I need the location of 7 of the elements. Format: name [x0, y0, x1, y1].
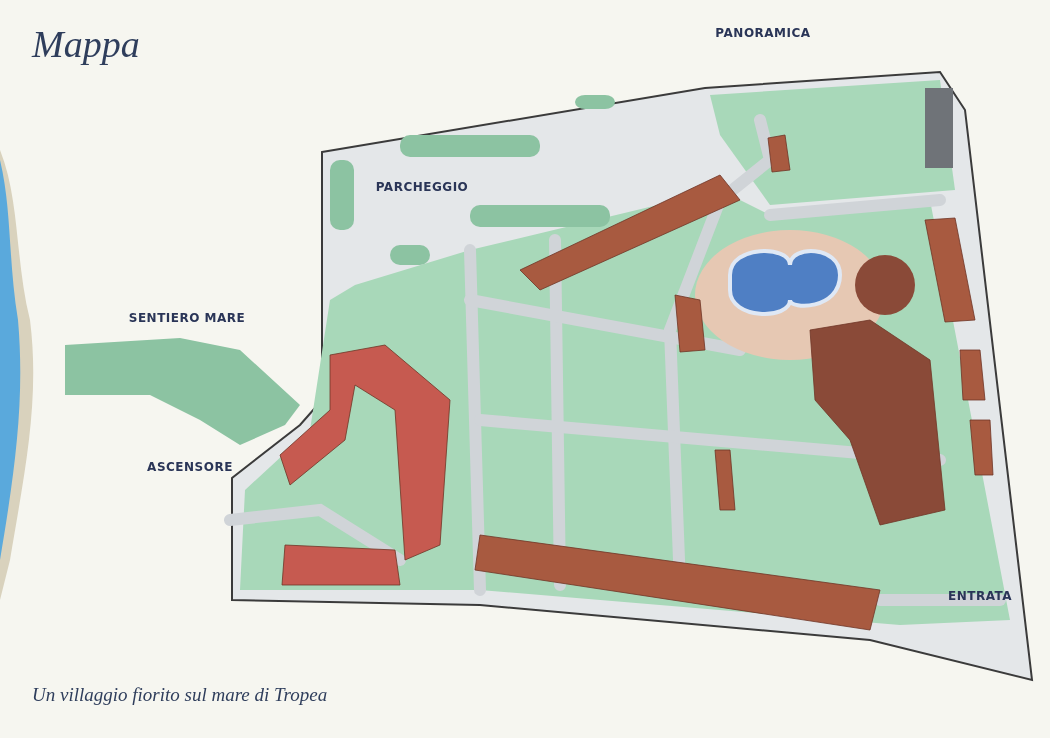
area-label: ASCENSORE [147, 460, 233, 474]
area-label: ENTRATA [947, 589, 1013, 603]
path-label: SENTIERO MARE [128, 311, 246, 325]
map-title: Mappa [32, 22, 140, 66]
area-label: PANORAMICA [715, 26, 811, 40]
map-caption: Un villaggio fiorito sul mare di Tropea [32, 684, 328, 706]
area-label: PARCHEGGIO [375, 180, 469, 194]
